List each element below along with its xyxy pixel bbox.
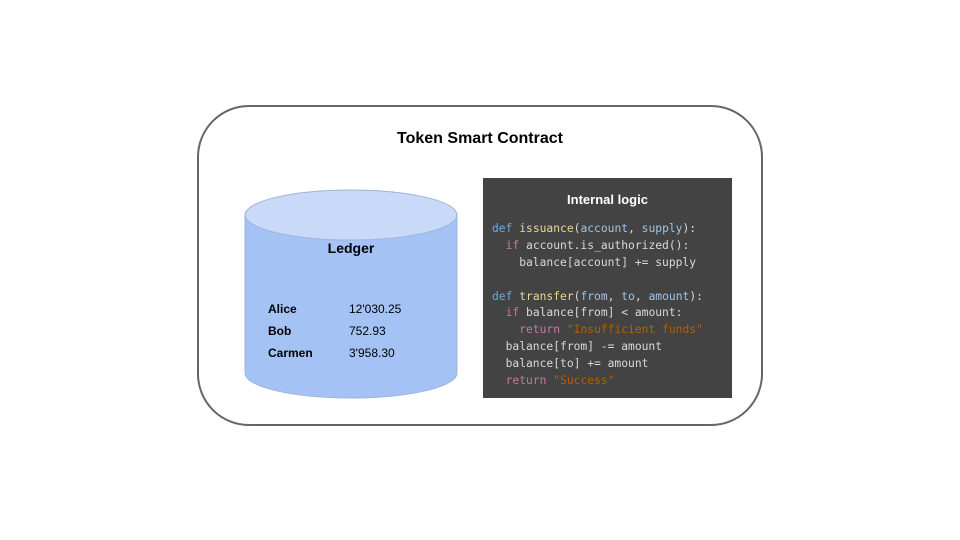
code-token-plain: balance[account] += supply <box>492 255 697 269</box>
code-line: if account.is_authorized(): <box>492 238 703 255</box>
account-balance: 12'030.25 <box>349 302 402 316</box>
internal-logic-panel: Internal logic def issuance(account, sup… <box>483 178 732 398</box>
account-name: Bob <box>268 324 292 338</box>
code-token-param: amount <box>648 289 690 303</box>
code-token-plain: ): <box>682 222 697 235</box>
code-token-def: def <box>492 222 513 235</box>
code-line: def issuance(account, supply): <box>492 221 703 238</box>
code-token-plain: ( <box>573 222 581 235</box>
code-line <box>492 272 703 289</box>
code-token-fn: issuance <box>519 222 574 235</box>
code-token-plain <box>492 374 506 387</box>
account-balance: 3'958.30 <box>349 346 395 360</box>
code-token-kw: if <box>505 306 520 320</box>
code-token-plain: ( <box>573 289 581 303</box>
code-line: balance[from] -= amount <box>492 339 703 356</box>
code-block: def issuance(account, supply): if accoun… <box>492 221 703 390</box>
code-line: return "Success" <box>492 373 703 390</box>
code-line: def transfer(from, to, amount): <box>492 289 703 306</box>
ledger-title: Ledger <box>327 240 375 256</box>
code-token-plain <box>492 323 519 336</box>
cylinder-top <box>244 189 458 241</box>
code-token-param: from <box>580 289 608 303</box>
code-token-plain: ): <box>689 289 703 303</box>
code-line: balance[account] += supply <box>492 255 703 272</box>
code-token-plain: balance[to] += amount <box>492 357 649 371</box>
code-token-kw: return <box>505 374 547 388</box>
cylinder-body <box>244 214 458 399</box>
code-token-param: account <box>580 222 629 235</box>
code-token-plain: , <box>634 289 649 303</box>
code-token-plain <box>492 239 506 252</box>
internal-logic-title: Internal logic <box>567 192 648 207</box>
code-token-plain: , <box>607 289 622 303</box>
code-token-kw: return <box>519 323 561 337</box>
code-token-kw: if <box>505 238 520 252</box>
code-token-plain <box>492 306 506 319</box>
ledger-cylinder <box>244 189 458 399</box>
code-token-plain: balance[from] < amount: <box>519 306 683 320</box>
code-token-param: to <box>621 289 635 303</box>
code-token-fn: transfer <box>519 289 574 303</box>
code-line: balance[to] += amount <box>492 356 703 373</box>
code-token-str: "Success" <box>553 374 615 388</box>
code-token-plain: balance[from] -= amount <box>492 340 663 354</box>
code-line: return "Insufficient funds" <box>492 322 703 339</box>
code-token-str: "Insufficient funds" <box>566 323 703 337</box>
code-token-def: def <box>492 289 513 303</box>
code-token-plain: account.is_authorized(): <box>519 238 690 252</box>
code-token-plain <box>560 323 567 336</box>
code-token-param: supply <box>641 222 683 235</box>
contract-title: Token Smart Contract <box>397 130 563 147</box>
code-line: if balance[from] < amount: <box>492 305 703 322</box>
account-balance: 752.93 <box>349 324 386 338</box>
code-token-plain: , <box>628 222 642 235</box>
account-name: Carmen <box>268 346 313 360</box>
account-name: Alice <box>268 302 297 316</box>
